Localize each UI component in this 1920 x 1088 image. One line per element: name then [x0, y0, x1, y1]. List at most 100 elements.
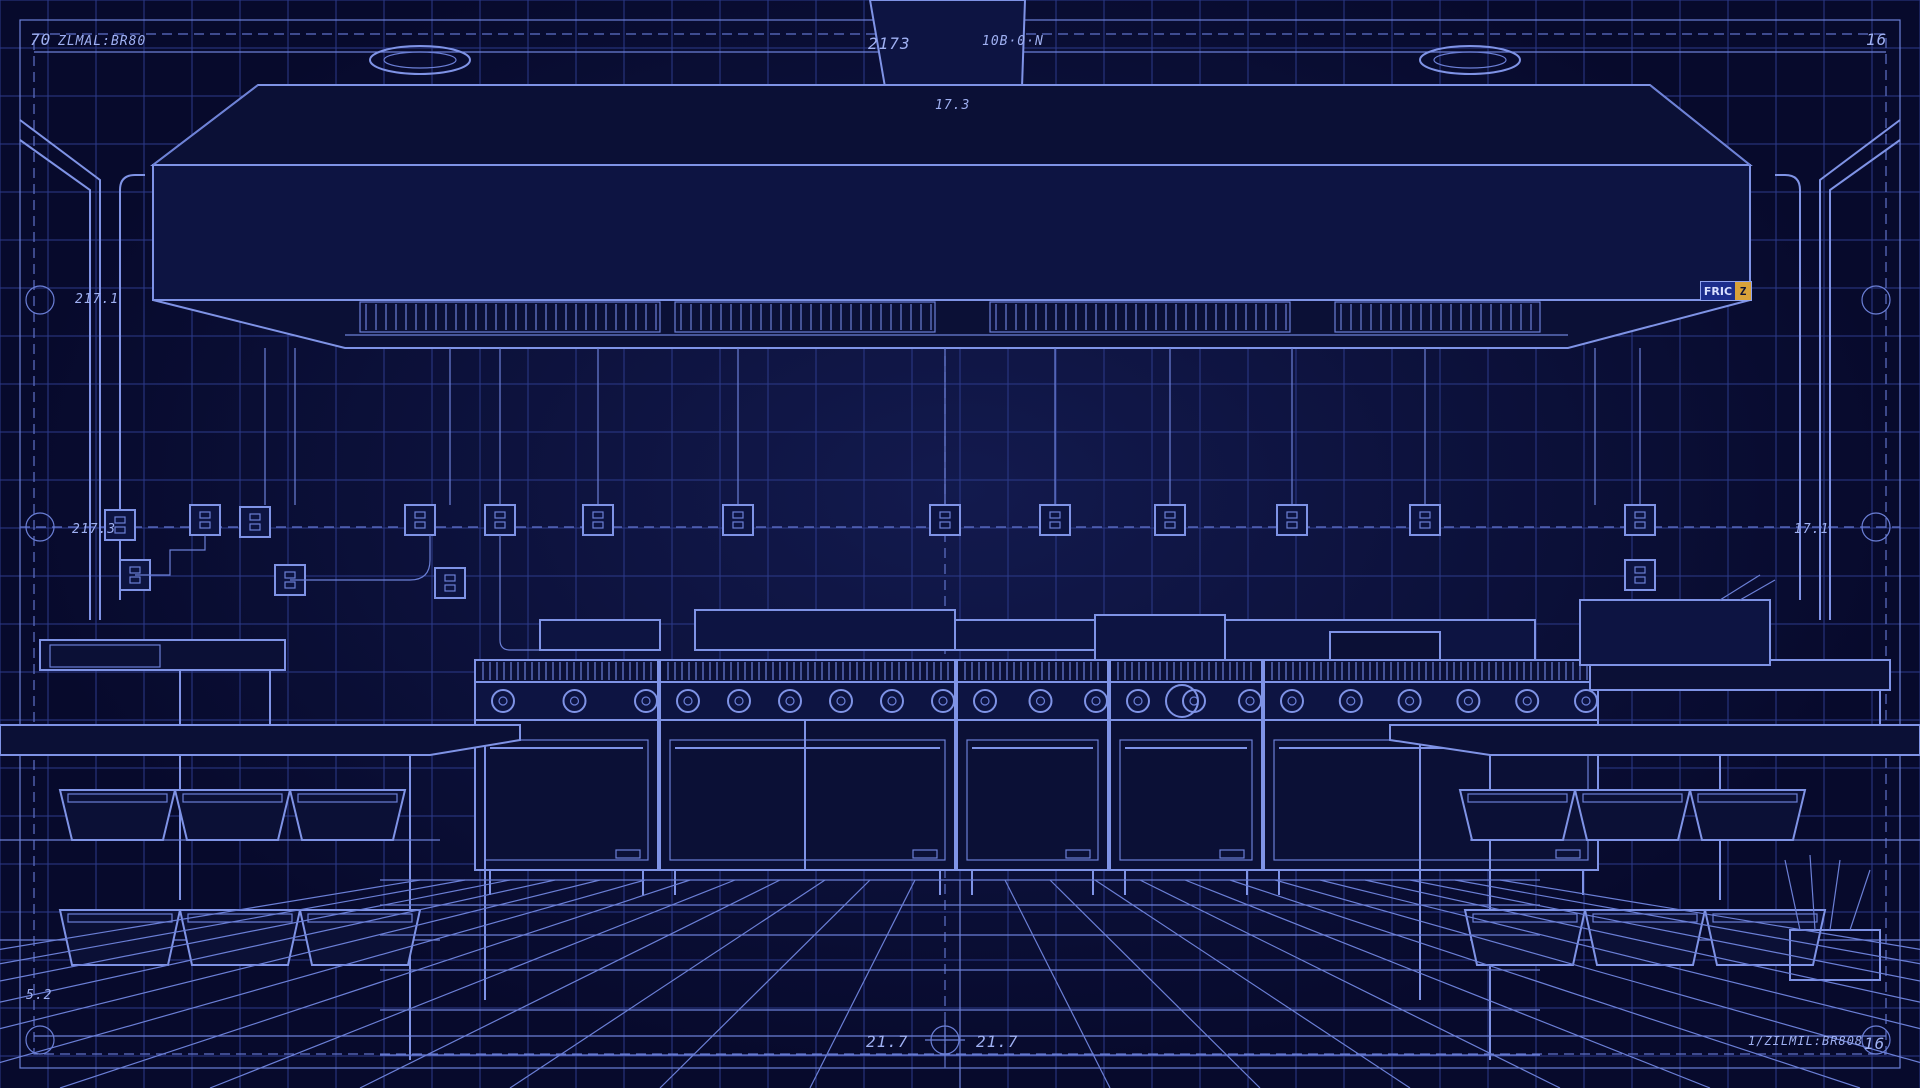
hood-filter-bank: [674, 301, 936, 333]
fry-basket: [1329, 631, 1441, 661]
hotel-pan: [1583, 909, 1707, 966]
control-knob-icon: [1126, 689, 1150, 713]
control-knob-icon: [1280, 689, 1304, 713]
exhaust-hood: [150, 84, 1753, 349]
dimension-label-bottom-left: 21.7: [866, 1032, 909, 1051]
control-panel: [474, 681, 659, 721]
control-knob-icon: [562, 689, 587, 713]
control-panel: [659, 681, 956, 721]
electrical-outlet: [1039, 504, 1071, 536]
fryer-backsplash: [1094, 614, 1226, 661]
electrical-outlet: [104, 509, 136, 541]
electrical-outlet: [484, 504, 516, 536]
electrical-outlet: [434, 567, 466, 599]
control-knob-icon: [1456, 689, 1481, 713]
control-panel: [1263, 681, 1599, 721]
side-dimension-right: 17.1: [1794, 522, 1830, 537]
electrical-outlet: [404, 504, 436, 536]
hotel-pan: [178, 909, 302, 966]
control-knob-icon: [973, 689, 997, 713]
thermostat-dial-icon: [1165, 684, 1199, 718]
conduit: [499, 535, 540, 651]
control-panel: [1109, 681, 1263, 721]
wall-pipes: [19, 119, 1901, 620]
range-backsplash: [539, 619, 661, 651]
oven-cabinet: [1109, 719, 1263, 871]
hood-filter-bank: [1334, 301, 1541, 333]
control-knob-icon: [1028, 689, 1053, 713]
floor-tiles: [0, 879, 1920, 1088]
control-knob-icon: [491, 689, 515, 713]
control-knob-icon: [1338, 689, 1363, 713]
oven-cabinet: [956, 719, 1109, 871]
badge-text: FRIC: [1701, 282, 1735, 300]
oven-cabinet: [474, 719, 659, 871]
hood-filter-bank: [359, 301, 661, 333]
back-counter-right: [1579, 574, 1891, 725]
right-hotel-pans: [1458, 789, 1827, 966]
control-knob-icon: [634, 689, 658, 713]
electrical-outlet: [1624, 559, 1656, 591]
hood-manufacturer-badge: FRIC Z: [1700, 281, 1752, 301]
hood-filters: [359, 301, 1541, 333]
side-dimension-left-1: 217.1: [75, 292, 120, 307]
dimension-label-top-right: 10B·0·N: [982, 34, 1044, 49]
electrical-outlet: [189, 504, 221, 536]
hotel-pan: [1688, 789, 1807, 841]
conduit: [135, 535, 206, 576]
control-knob-icon: [1238, 689, 1262, 713]
control-knob-icon: [1574, 689, 1598, 713]
control-panel: [956, 681, 1109, 721]
ceiling-lights: [369, 45, 1521, 75]
dimension-label-top: 2173: [868, 34, 911, 53]
side-dimension-left-3: 5.2: [26, 988, 53, 1003]
cooking-line: [474, 609, 1599, 895]
control-knob-icon: [676, 689, 700, 713]
control-knob-icon: [829, 689, 853, 713]
duct-dimension-label: 17.3: [935, 98, 971, 113]
electrical-outlet: [1409, 504, 1441, 536]
side-dimension-left-2: 217.3: [72, 522, 117, 537]
control-knob-icon: [1515, 689, 1540, 713]
control-knob-icon: [778, 689, 802, 713]
oven-cabinet: [659, 719, 956, 871]
title-block-top-left: ZLMAL:BR80: [58, 34, 147, 49]
hotel-pan: [1703, 909, 1827, 966]
hotel-pan: [298, 909, 422, 966]
electrical-outlet: [1154, 504, 1186, 536]
charbroiler-backsplash: [954, 619, 1111, 651]
corner-label-top-right: 16: [1866, 30, 1888, 49]
electrical-outlet: [1624, 504, 1656, 536]
hotel-pan: [288, 789, 407, 841]
badge-logo-icon: Z: [1735, 282, 1751, 300]
control-knob-icon: [880, 689, 904, 713]
dimension-label-bottom-right: 21.7: [976, 1032, 1019, 1051]
hotel-pan: [1458, 789, 1577, 841]
control-knob-icon: [727, 689, 751, 713]
control-knob-icon: [931, 689, 955, 713]
hood-filter-bank: [989, 301, 1291, 333]
hotel-pan: [1463, 909, 1587, 966]
corner-label-top-left: 70: [30, 30, 52, 49]
electrical-drops: [104, 348, 1656, 651]
control-knob-icon: [1397, 689, 1422, 713]
electrical-outlet: [582, 504, 614, 536]
hotel-pan: [173, 789, 292, 841]
hotel-pan: [58, 789, 177, 841]
cooktop-surface: [1109, 659, 1263, 683]
electrical-outlet: [929, 504, 961, 536]
title-block-bottom-right: 1/ZILMIL:BR808: [1748, 1034, 1864, 1048]
electrical-outlet: [1276, 504, 1308, 536]
electrical-outlet: [722, 504, 754, 536]
left-hotel-pans: [58, 789, 422, 966]
cooktop-surface: [956, 659, 1109, 683]
corner-label-bottom-right: 16: [1864, 1034, 1886, 1053]
prep-table-left: [0, 724, 521, 1060]
control-knob-icon: [1084, 689, 1108, 713]
electrical-outlet: [239, 506, 271, 538]
griddle-backsplash: [694, 609, 956, 651]
conduit: [290, 535, 431, 581]
back-counter-left: [39, 639, 286, 725]
